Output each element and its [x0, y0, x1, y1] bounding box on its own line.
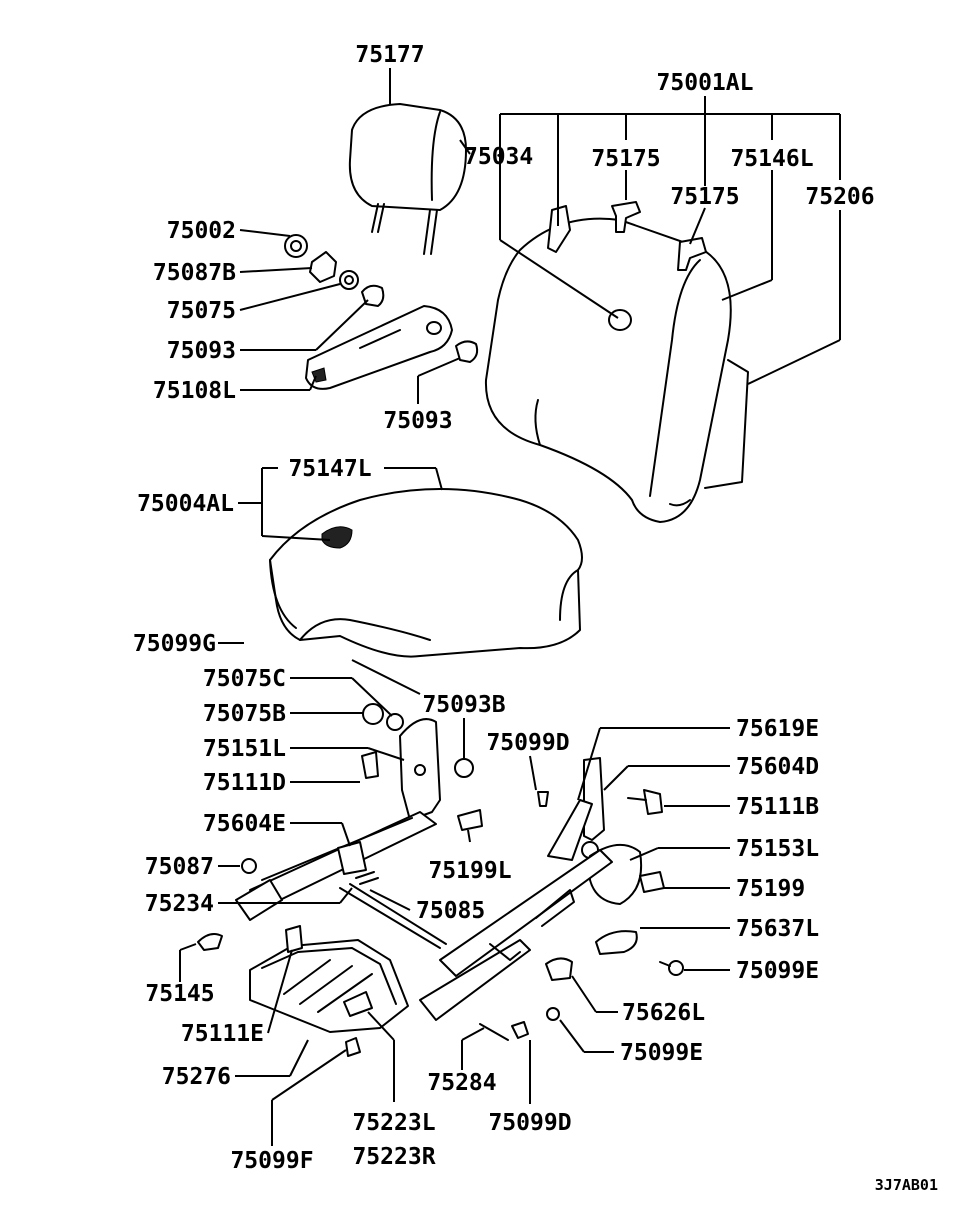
label-75034: 75034: [464, 144, 533, 170]
label-75075: 75075: [167, 298, 236, 324]
label-75002: 75002: [167, 218, 236, 244]
headrest-drawing: [348, 103, 467, 255]
label-75001al: 75001AL: [657, 70, 754, 96]
part-labels: 75177 75001AL 75034 75175 75175 75146L 7…: [133, 42, 938, 1194]
label-75153l: 75153L: [736, 836, 819, 862]
label-75087b: 75087B: [153, 260, 236, 286]
label-75276: 75276: [162, 1064, 231, 1090]
label-75099d-upper: 75099D: [486, 730, 569, 756]
label-75093-upper: 75093: [167, 338, 236, 364]
label-75075b: 75075B: [203, 701, 286, 727]
label-75223l: 75223L: [352, 1110, 435, 1136]
label-75111b: 75111B: [736, 794, 819, 820]
label-75099e-lower: 75099E: [620, 1040, 703, 1066]
label-75099e-right: 75099E: [736, 958, 819, 984]
seat-back-drawing: [484, 201, 749, 523]
right-frame-drawing: [419, 757, 684, 1041]
diagram-code: 3J7AB01: [875, 1176, 938, 1194]
label-75111e: 75111E: [181, 1021, 264, 1047]
label-75175-b: 75175: [670, 184, 739, 210]
label-75206: 75206: [805, 184, 874, 210]
seat-cushion-drawing: [269, 488, 583, 658]
label-75175-a: 75175: [591, 146, 660, 172]
label-75177: 75177: [355, 42, 424, 68]
label-75146l: 75146L: [730, 146, 813, 172]
label-75604e: 75604E: [203, 811, 286, 837]
label-75234: 75234: [145, 891, 214, 917]
label-75604d: 75604D: [736, 754, 819, 780]
label-75147l: 75147L: [288, 456, 371, 482]
label-75093-lower: 75093: [383, 408, 452, 434]
label-75111d: 75111D: [203, 770, 286, 796]
seat-pan-drawing: [197, 925, 409, 1057]
label-75099d-lower: 75099D: [488, 1110, 571, 1136]
label-75223r: 75223R: [352, 1144, 435, 1170]
left-frame-drawing: [235, 703, 483, 949]
label-75151l: 75151L: [203, 736, 286, 762]
label-75637l: 75637L: [736, 916, 819, 942]
label-75099g: 75099G: [133, 631, 216, 657]
label-75093b: 75093B: [422, 692, 505, 718]
label-75626l: 75626L: [622, 1000, 705, 1026]
label-75075c: 75075C: [203, 666, 286, 692]
label-75199l: 75199L: [428, 858, 511, 884]
label-75145: 75145: [145, 981, 214, 1007]
label-75085: 75085: [416, 898, 485, 924]
armrest-hardware-drawing: [284, 234, 479, 390]
label-75099f: 75099F: [230, 1148, 313, 1174]
label-75087: 75087: [145, 854, 214, 880]
label-75199: 75199: [736, 876, 805, 902]
label-75108l: 75108L: [153, 378, 236, 404]
label-75004al: 75004AL: [137, 491, 234, 517]
leader-lines: [179, 68, 841, 1146]
label-75619e: 75619E: [736, 716, 819, 742]
label-75284: 75284: [427, 1070, 496, 1096]
